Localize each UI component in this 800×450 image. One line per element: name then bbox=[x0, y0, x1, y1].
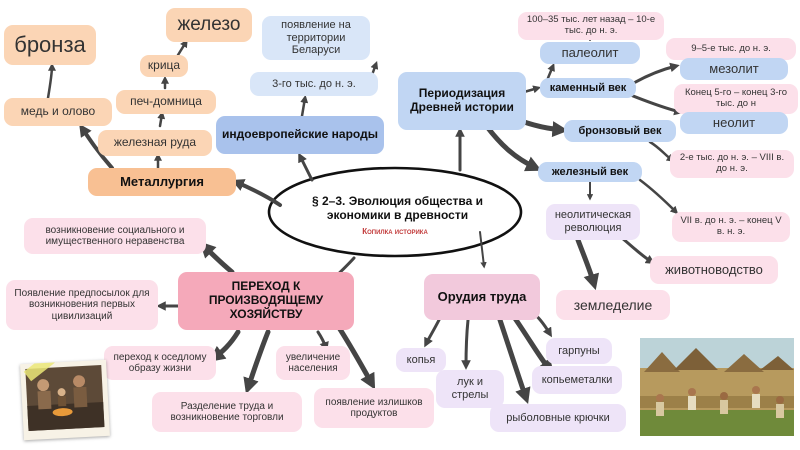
node-surplus: появление излишков продуктов bbox=[314, 388, 434, 428]
metalworkers-illustration bbox=[25, 365, 105, 431]
arrow-peoples-date bbox=[300, 94, 309, 118]
arrow-bloom-iron bbox=[176, 39, 188, 57]
node-iron-date: VII в. до н. э. – конец V в. н. э. bbox=[672, 212, 790, 242]
arrow-stone-neolithic bbox=[626, 92, 684, 116]
node-bronze-date: 2-е тыс. до н. э. – VIII в. до н. э. bbox=[670, 150, 794, 178]
node-bows: лук и стрелы bbox=[436, 370, 504, 408]
arrow-production-sedentary bbox=[208, 329, 241, 362]
arrow-iron-date bbox=[638, 178, 679, 215]
node-bronze-age: бронзовый век bbox=[564, 120, 676, 142]
arrow-center-peoples bbox=[298, 152, 314, 182]
arrow-tools-spear-throwers bbox=[509, 311, 555, 375]
center-oval bbox=[267, 166, 523, 258]
node-population: увеличение населения bbox=[276, 346, 350, 380]
node-copper-tin: медь и олово bbox=[4, 98, 112, 126]
center-subtitle: Копилка историка bbox=[362, 227, 428, 237]
photo-neolithic-village bbox=[640, 338, 794, 436]
arrow-bronze-date bbox=[648, 140, 675, 162]
node-preconditions: Появление предпосылок для возникновения … bbox=[6, 280, 158, 330]
node-iron: железо bbox=[166, 8, 252, 42]
arrow-revolution-agriculture bbox=[575, 237, 600, 291]
village-illustration bbox=[640, 338, 794, 436]
node-paleolithic-date: 100–35 тыс. лет назад – 10-е тыс. до н. … bbox=[518, 12, 664, 40]
node-sedentary: переход к оседлому образу жизни bbox=[104, 346, 216, 380]
node-husbandry: животноводство bbox=[650, 256, 778, 284]
arrow-stone-paleolithic bbox=[546, 63, 555, 80]
node-periodization: Периодизация Древней истории bbox=[398, 72, 526, 130]
arrow-tools-bows bbox=[461, 318, 471, 370]
node-iron-age: железный век bbox=[538, 162, 642, 182]
arrow-stone-mesolithic bbox=[630, 62, 680, 86]
arrow-tools-hooks bbox=[497, 317, 531, 405]
arrow-ore-furnace bbox=[157, 110, 166, 128]
arrow-production-division bbox=[243, 329, 271, 395]
arrow-metallurgy-copper bbox=[79, 123, 114, 170]
node-paleolithic: палеолит bbox=[540, 42, 640, 64]
node-neolithic-revolution: неолитическая революция bbox=[546, 204, 640, 240]
node-harpoons: гарпуны bbox=[546, 338, 612, 364]
node-neolithic: неолит bbox=[680, 112, 788, 134]
node-bloom: крица bbox=[140, 55, 188, 77]
node-furnace: печ-домница bbox=[116, 90, 216, 114]
node-peoples-date: 3-го тыс. до н. э. bbox=[250, 72, 378, 96]
node-inequality: возникновение социального и имущественно… bbox=[24, 218, 206, 254]
node-mesolithic: мезолит bbox=[680, 58, 788, 80]
node-bronze: бронза bbox=[4, 25, 96, 65]
node-production: ПЕРЕХОД К ПРОИЗВОДЯЩЕМУ ХОЗЯЙСТВУ bbox=[178, 272, 354, 330]
center-title: § 2–3. Эволюция общества и экономики в д… bbox=[312, 194, 483, 222]
node-spears: копья bbox=[396, 348, 446, 372]
node-spear-throwers: копьеметалки bbox=[532, 366, 622, 394]
node-agriculture: земледелие bbox=[556, 290, 670, 320]
node-iron-ore: железная руда bbox=[98, 130, 212, 156]
node-mesolithic-date: 9–5-е тыс. до н. э. bbox=[666, 38, 796, 60]
arrow-production-inequality bbox=[199, 241, 235, 275]
node-metallurgy: Металлургия bbox=[88, 168, 236, 196]
node-belarus: появление на территории Беларуси bbox=[262, 16, 370, 60]
node-tools: Орудия труда bbox=[424, 274, 540, 320]
arrow-center-tools bbox=[479, 231, 487, 269]
node-division: Разделение труда и возникновение торговл… bbox=[152, 392, 302, 432]
arrow-revolution-husbandry bbox=[620, 236, 656, 264]
node-neolithic-date: Конец 5-го – конец 3-го тыс. до н bbox=[674, 84, 798, 114]
photo-metalworkers bbox=[20, 359, 110, 441]
arrow-copper-bronze bbox=[46, 62, 56, 100]
arrow-tools-spears bbox=[424, 316, 442, 348]
node-hooks: рыболовные крючки bbox=[490, 404, 626, 432]
node-peoples: индоевропейские народы bbox=[216, 116, 384, 154]
arrow-periods-stone bbox=[522, 85, 542, 94]
node-stone-age: каменный век bbox=[540, 78, 636, 98]
arrow-production-surplus bbox=[335, 323, 376, 390]
arrow-center-metallurgy bbox=[231, 179, 282, 207]
